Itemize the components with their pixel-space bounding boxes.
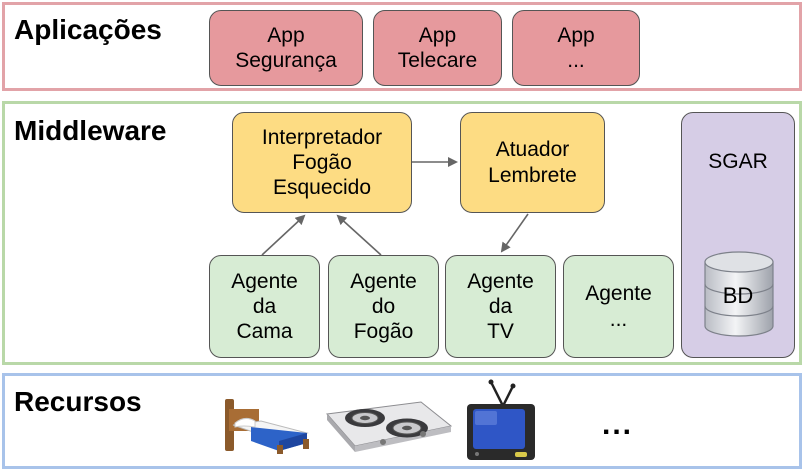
database-label: BD xyxy=(722,283,754,308)
resources-more: ... xyxy=(602,408,634,441)
middleware-layer xyxy=(2,101,802,365)
agent-more: Agente ... xyxy=(563,255,674,358)
app-more: App ... xyxy=(512,10,640,86)
bed-icon xyxy=(225,399,309,454)
resources-layer xyxy=(2,373,802,469)
applications-layer xyxy=(2,2,802,91)
sgar-label: SGAR xyxy=(708,150,768,173)
interpreter-forgotten-stove: Interpretador Fogão Esquecido xyxy=(232,112,412,213)
tv-icon xyxy=(467,379,535,460)
reminder-actuator: Atuador Lembrete xyxy=(460,112,605,213)
sgar-box: SGAR BD xyxy=(681,112,795,358)
agent-stove: Agente do Fogão xyxy=(328,255,439,358)
middleware-title: Middleware xyxy=(14,115,167,146)
stove-icon xyxy=(326,401,453,452)
app-security: App Segurança xyxy=(209,10,363,86)
applications-title: Aplicações xyxy=(14,14,162,45)
app-telecare: App Telecare xyxy=(373,10,502,86)
agent-bed: Agente da Cama xyxy=(209,255,320,358)
resources-title: Recursos xyxy=(14,386,142,417)
agent-tv: Agente da TV xyxy=(445,255,556,358)
database-icon xyxy=(704,251,774,337)
